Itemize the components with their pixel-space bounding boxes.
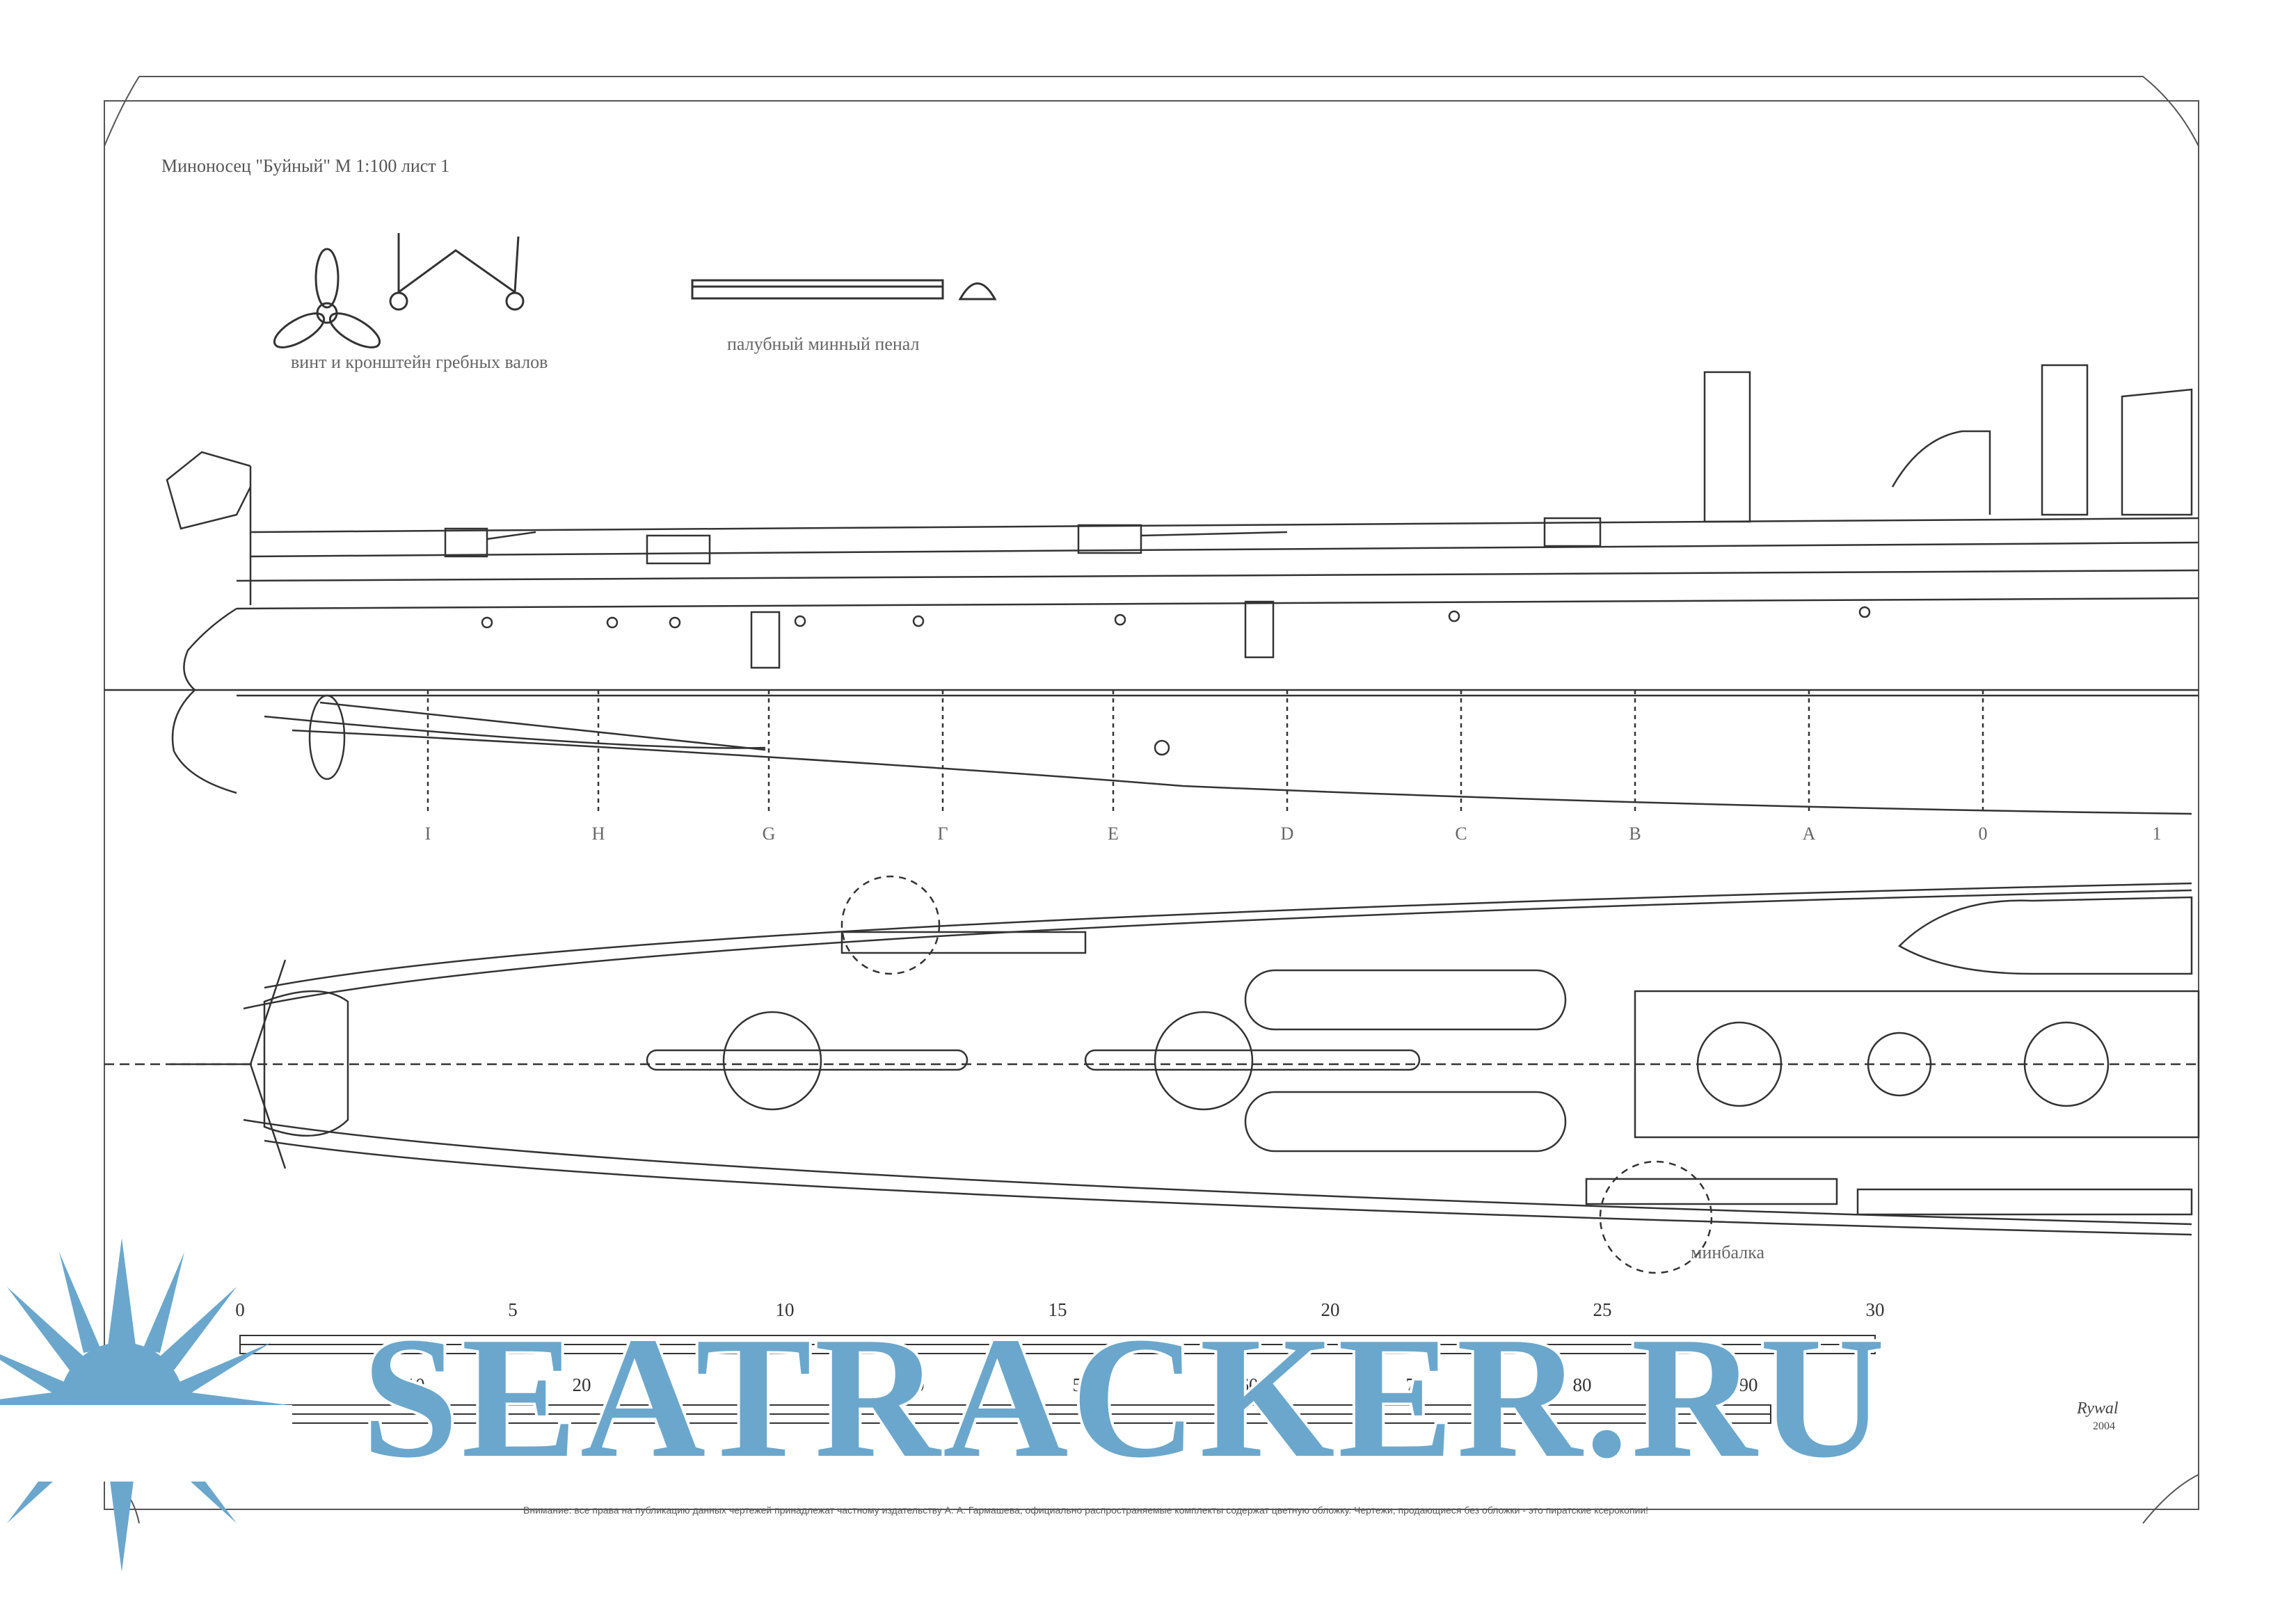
scale-ft-label: 30 xyxy=(739,1374,758,1395)
station-label: 1 xyxy=(2152,824,2162,844)
signature-year: 2004 xyxy=(2093,1420,2115,1432)
side-profile xyxy=(104,364,2199,815)
scale-ft-label: 80 xyxy=(1572,1374,1592,1395)
watermark-text: SEATRACKER.RU xyxy=(359,1301,1888,1494)
scale-ft-label: 60 xyxy=(1239,1374,1259,1395)
torpedo-case-sketch xyxy=(691,279,997,300)
station-label: A xyxy=(1802,824,1816,844)
scale-m-label: 30 xyxy=(1865,1299,1885,1320)
scale-ft-label: 70 xyxy=(1405,1374,1425,1395)
plan-view xyxy=(104,875,2200,1274)
scale-ft-label: 50 xyxy=(1072,1374,1092,1395)
station-label: C xyxy=(1455,824,1467,844)
scale-m-label: 10 xyxy=(775,1299,795,1320)
shaft-bracket-sketch xyxy=(389,233,525,311)
station-label: E xyxy=(1108,824,1119,844)
scale-m-label: 0 xyxy=(235,1299,245,1320)
sheet-title: Миноносец "Буйный" М 1:100 лист 1 xyxy=(161,156,450,176)
scale-ft-label: 40 xyxy=(905,1374,925,1395)
scale-ft-label: 90 xyxy=(1739,1374,1758,1395)
scale-ft-label: 20 xyxy=(572,1374,591,1395)
station-label: Г xyxy=(937,824,948,844)
station-label: G xyxy=(762,824,776,844)
watermark-sun-mask xyxy=(0,1405,292,1482)
scale-m-label: 15 xyxy=(1048,1299,1067,1320)
davit-caption: минбалка xyxy=(1691,1242,1765,1262)
station-label: 0 xyxy=(1978,824,1988,844)
scale-m-label: 25 xyxy=(1593,1299,1612,1320)
scale-m-label: 20 xyxy=(1321,1299,1340,1320)
copyright-notice: Внимание: все права на публикацию данных… xyxy=(523,1504,1649,1516)
propeller-caption: винт и кронштейн гребных валов xyxy=(291,352,548,372)
propeller-sketch xyxy=(273,248,381,348)
station-label: D xyxy=(1280,824,1294,844)
scale-ft-label: 10 xyxy=(406,1374,425,1395)
station-label: I xyxy=(424,824,431,844)
scale-m-label: 5 xyxy=(508,1299,518,1320)
signature: Rywal xyxy=(2077,1399,2119,1418)
torpedo-case-caption: палубный минный пенал xyxy=(727,334,920,354)
station-label: B xyxy=(1629,824,1641,844)
station-label: H xyxy=(591,824,605,844)
